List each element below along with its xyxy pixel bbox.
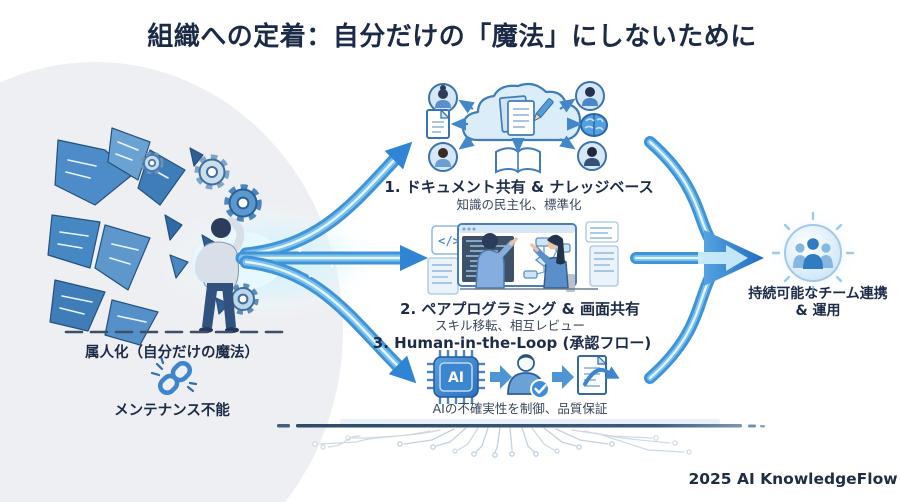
footer-credit: 2025 AI KnowledgeFlow	[688, 470, 898, 488]
page-title: 組織への定着：自分だけの「魔法」にしないために	[147, 22, 757, 52]
person-leg	[222, 285, 236, 328]
gear-icon	[227, 283, 259, 315]
solution-1-title: 1. ドキュメント共有 & ナレッジベース	[384, 178, 654, 196]
check-circle-icon	[530, 379, 550, 399]
bottom-divider	[277, 419, 765, 428]
avatar	[428, 142, 458, 172]
brain-icon	[580, 113, 608, 137]
badge-rays	[771, 211, 855, 295]
outcome-label: 持続可能なチーム連携 & 運用	[748, 286, 888, 320]
team-badge	[765, 205, 861, 301]
person-leg	[202, 285, 217, 328]
document-stack-icon	[498, 95, 535, 136]
side-card-lines	[432, 264, 452, 284]
approved-document-icon	[577, 354, 620, 395]
document-icon	[426, 108, 451, 139]
cloud-connector-arrows	[450, 98, 583, 154]
broken-chain-icon	[150, 355, 198, 396]
code-icon: </>	[438, 234, 460, 248]
badge-circle	[784, 224, 842, 282]
circuit-traces	[312, 427, 692, 458]
chat-card	[585, 221, 619, 243]
step-arrow	[490, 365, 512, 389]
pencil-icon	[533, 98, 554, 122]
gear-icon	[194, 154, 230, 190]
knowledge-base-illustration	[426, 81, 608, 174]
avatar	[575, 81, 605, 111]
team-icon	[793, 238, 833, 269]
solution-2-title: 2. ペアプログラミング & 画面共有	[400, 300, 640, 318]
reviewer-with-check-icon	[507, 354, 550, 399]
problem-status-label: メンテナンス不能	[114, 403, 230, 419]
avatar	[577, 141, 607, 171]
arrowhead-mid	[400, 245, 428, 271]
ai-chip-label: AI	[448, 370, 464, 386]
solution-1-subtitle: 知識の民主化、標準化	[456, 197, 582, 212]
outcome-line-2: & 運用	[795, 303, 841, 319]
ai-chip-icon: AI	[427, 350, 485, 404]
sparkles	[298, 234, 380, 332]
gear-icon	[224, 184, 262, 222]
diverging-arrows	[235, 149, 409, 373]
human-in-the-loop-illustration: AI	[427, 350, 620, 404]
chat-card-lines	[590, 227, 612, 239]
shard-code-lines	[57, 141, 169, 323]
problem-label: 属人化（自分だけの魔法）	[85, 345, 259, 361]
side-card-lines	[594, 252, 614, 272]
big-arrow-inner-highlight	[698, 245, 748, 271]
side-card	[427, 257, 459, 295]
person-arm-left	[195, 246, 210, 283]
pair-person-right	[530, 234, 575, 292]
pair-programming-illustration: </>	[427, 221, 619, 295]
avatar	[428, 83, 458, 113]
step-arrow	[552, 365, 574, 389]
gear-icon	[140, 151, 164, 175]
converging-arrows	[630, 136, 720, 384]
solution-3-subtitle: AIの不確実性を制御、品質保証	[432, 401, 608, 416]
person-head	[211, 218, 231, 238]
solution-2-subtitle: スキル移転、相互レビュー	[434, 318, 586, 333]
pair-person-left	[475, 233, 518, 289]
outcome-line-1: 持続可能なチーム連携	[748, 286, 888, 302]
solution-3-title: 3. Human-in-the-Loop (承認フロー)	[372, 334, 652, 352]
confused-person-illustration	[195, 217, 245, 333]
shattered-screen-illustration	[47, 127, 259, 346]
side-card	[589, 245, 619, 287]
person-hips	[207, 283, 233, 291]
screen-titlebar	[459, 225, 575, 233]
